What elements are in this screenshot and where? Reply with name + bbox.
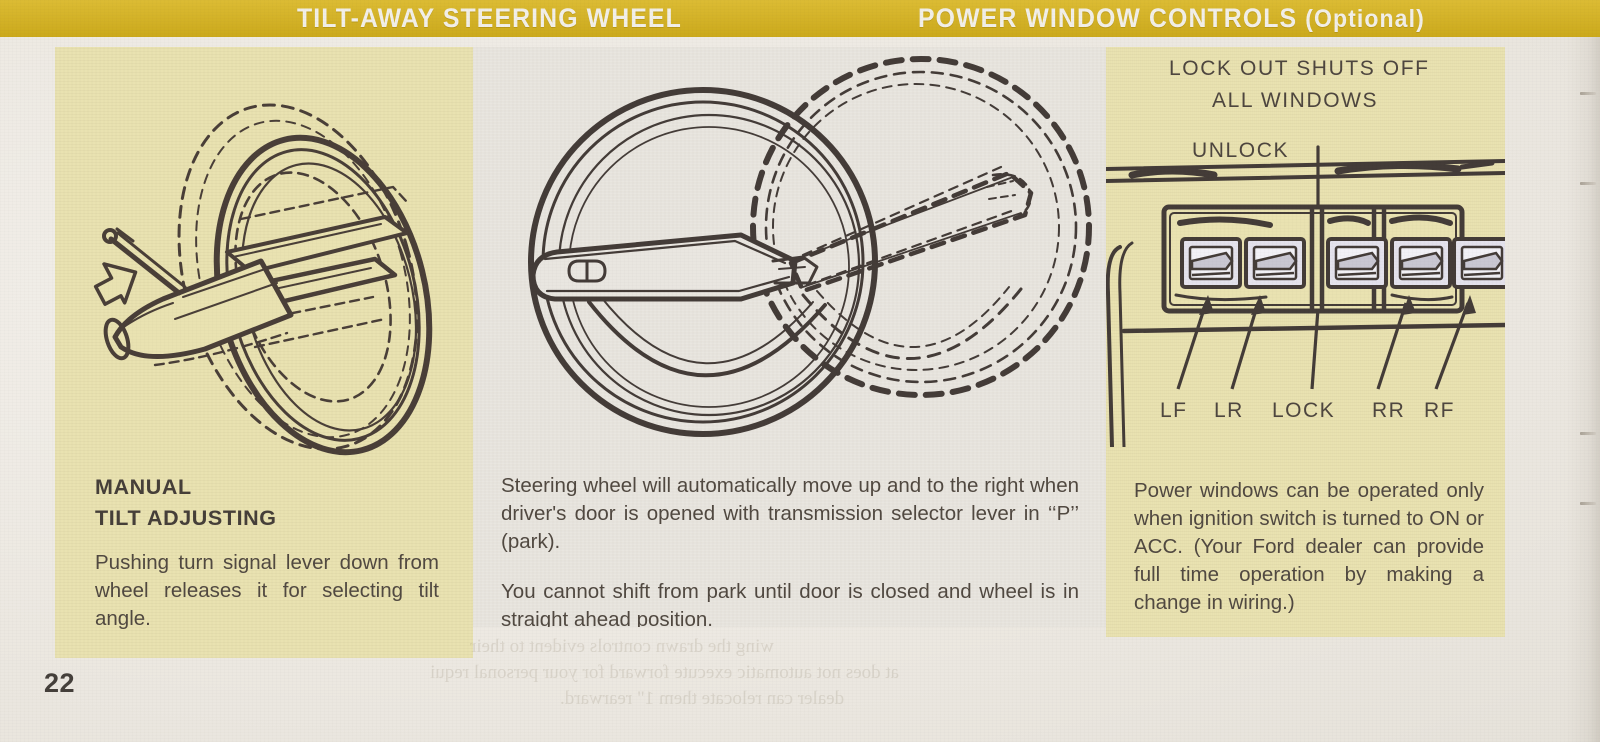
unlock-callout-label: UNLOCK (1192, 139, 1290, 162)
switch-label-rf: RF (1424, 399, 1455, 422)
middle-panel-paragraph-1: Steering wheel will automatically move u… (501, 474, 1079, 554)
right-panel-body: Power windows can be operated only when … (1134, 479, 1484, 615)
switch-label-lf: LF (1160, 399, 1188, 422)
window-switch-rr (1390, 237, 1452, 289)
switch-label-lock: LOCK (1272, 399, 1336, 422)
header-title-optional: (Optional) (1305, 5, 1425, 33)
switch-label-lr: LR (1214, 399, 1244, 422)
binding-mark (1580, 432, 1596, 435)
swing-away-wheel-illustration (528, 56, 1092, 437)
switch-label-rr: RR (1372, 399, 1406, 422)
header-title-left: TILT-AWAY STEERING WHEEL (297, 3, 682, 33)
bleed-through-line2: at does not automatic execute forward fo… (430, 662, 900, 683)
header-sheen (0, 0, 1600, 37)
tilt-wheel-illustration (93, 103, 433, 456)
left-panel-heading-line1: MANUAL (95, 475, 192, 499)
left-panel-text: MANUAL TILT ADJUSTING Pushing turn signa… (95, 472, 439, 633)
middle-panel-text: Steering wheel will automatically move u… (501, 472, 1079, 627)
header-title-right: POWER WINDOW CONTROLS (Optional) (918, 3, 1425, 34)
middle-panel: Steering wheel will automatically move u… (473, 47, 1106, 627)
left-panel-heading: MANUAL TILT ADJUSTING (95, 472, 439, 533)
binding-mark (1580, 182, 1596, 185)
window-switch-lf (1180, 237, 1242, 289)
right-panel-text: Power windows can be operated only when … (1134, 477, 1484, 617)
binding-mark (1580, 92, 1596, 95)
bleed-through-line3: dealer can relocate them 1" rearward. (560, 688, 845, 709)
page-number: 22 (44, 668, 76, 698)
page-edge-shadow (1566, 37, 1600, 742)
lockout-callout-line1: LOCK OUT SHUTS OFF (1169, 57, 1430, 80)
header-title-right-main: POWER WINDOW CONTROLS (918, 3, 1298, 33)
window-switch-rf (1452, 237, 1505, 289)
left-panel: MANUAL TILT ADJUSTING Pushing turn signa… (55, 47, 473, 658)
left-panel-heading-line2: TILT ADJUSTING (95, 505, 277, 530)
lockout-callout-line2: ALL WINDOWS (1212, 89, 1379, 112)
window-switch-lock (1326, 237, 1388, 289)
middle-panel-paragraph-2: You cannot shift from park until door is… (501, 580, 1079, 627)
binding-mark (1580, 502, 1596, 505)
power-window-switch-illustration (1106, 145, 1505, 447)
page-header-band: TILT-AWAY STEERING WHEEL POWER WINDOW CO… (0, 0, 1600, 37)
right-panel: LOCK OUT SHUTS OFF ALL WINDOWS UNLOCK (1106, 47, 1505, 637)
left-panel-body: Pushing turn signal lever down from whee… (95, 551, 439, 631)
window-switch-lr (1244, 237, 1306, 289)
bleed-through-line1: wing the drawn controls evident to their (470, 636, 774, 657)
